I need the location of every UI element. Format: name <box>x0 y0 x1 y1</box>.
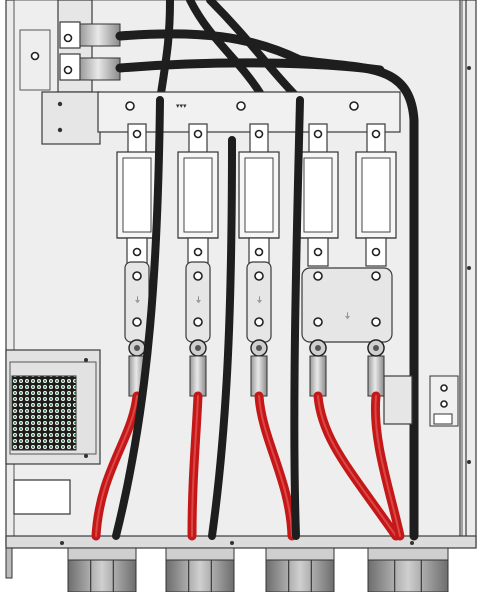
fuse-top-tab <box>249 123 269 155</box>
fuse-bottom-bolt <box>193 247 203 257</box>
combined-link-plate: ⏚ <box>301 267 393 357</box>
svg-text:▾▾▾: ▾▾▾ <box>176 102 187 110</box>
filter-module <box>5 349 101 515</box>
gland-body <box>265 559 335 592</box>
cable-sleeve <box>189 355 207 397</box>
link-mark: ⏚ <box>344 312 351 320</box>
fuse-top-bolt <box>254 129 264 139</box>
fuse-assembly: ⏚ <box>238 123 280 397</box>
fuse-bottom-bolt <box>313 247 323 257</box>
link-bolt <box>254 317 264 327</box>
fuse-bottom-bolt <box>254 247 264 257</box>
cable-lug-bolt <box>134 345 140 351</box>
cable-sleeve <box>367 355 385 397</box>
fuse-top-tab <box>127 123 147 155</box>
red-cable-highlight <box>317 395 397 537</box>
gland-body <box>67 559 137 592</box>
link-mark: ⏚ <box>134 296 141 304</box>
side-terminal <box>383 375 459 427</box>
fuse-cartridge <box>361 157 391 233</box>
link-mark: ⏚ <box>195 296 202 304</box>
link-bolt <box>254 271 264 281</box>
link-bolt <box>193 271 203 281</box>
red-cable-highlight <box>95 395 138 537</box>
cable-lug-bolt <box>373 345 379 351</box>
cable-gland <box>67 547 137 592</box>
upper-terminal-block <box>19 0 121 93</box>
cable-sleeve <box>250 355 268 397</box>
cable-gland <box>367 547 449 592</box>
fuse-cartridge <box>183 157 213 233</box>
fuse-top-tab <box>308 123 328 155</box>
link-bolt <box>132 271 142 281</box>
fuse-top-bolt <box>371 129 381 139</box>
fuse-top-tab <box>188 123 208 155</box>
link-bolt <box>313 317 323 327</box>
cable-lug-bolt <box>256 345 262 351</box>
red-cable-highlight <box>258 395 293 537</box>
fuse-cartridge <box>122 157 152 233</box>
gland-body <box>367 559 449 592</box>
link-plate <box>301 267 393 343</box>
red-cable-highlight <box>191 395 199 537</box>
bottom-rail <box>5 535 477 579</box>
cable-sleeve <box>309 355 327 397</box>
fuse-bottom-bolt <box>371 247 381 257</box>
red-cable-highlight <box>374 395 401 537</box>
link-bolt <box>371 271 381 281</box>
cable-gland <box>265 547 335 592</box>
return-cables <box>115 0 419 541</box>
fuse-top-bolt <box>193 129 203 139</box>
fuse-cartridge <box>303 157 333 233</box>
link-bolt <box>313 271 323 281</box>
link-bolt <box>371 317 381 327</box>
cable-gland <box>165 547 235 592</box>
fuse-top-bolt <box>313 129 323 139</box>
cable-glands <box>67 547 449 592</box>
link-bolt <box>193 317 203 327</box>
gland-body <box>165 559 235 592</box>
cable-lug-bolt <box>195 345 201 351</box>
fuse-top-tab <box>366 123 386 155</box>
fuse-bottom-bolt <box>132 247 142 257</box>
fuse-assemblies: ⏚ ⏚ ⏚ ⏚ <box>116 123 397 397</box>
link-bolt <box>132 317 142 327</box>
busbar: ▾▾▾ <box>41 91 401 145</box>
link-mark: ⏚ <box>256 296 263 304</box>
fuse-top-bolt <box>132 129 142 139</box>
fuse-cables <box>91 96 405 541</box>
return-cable <box>208 136 236 540</box>
return-cable <box>290 96 304 540</box>
cable-lug-bolt <box>315 345 321 351</box>
return-cable <box>112 96 164 540</box>
fuse-assembly <box>297 123 339 397</box>
fuse-assembly: ⏚ <box>177 123 219 397</box>
fuse-cartridge <box>244 157 274 233</box>
